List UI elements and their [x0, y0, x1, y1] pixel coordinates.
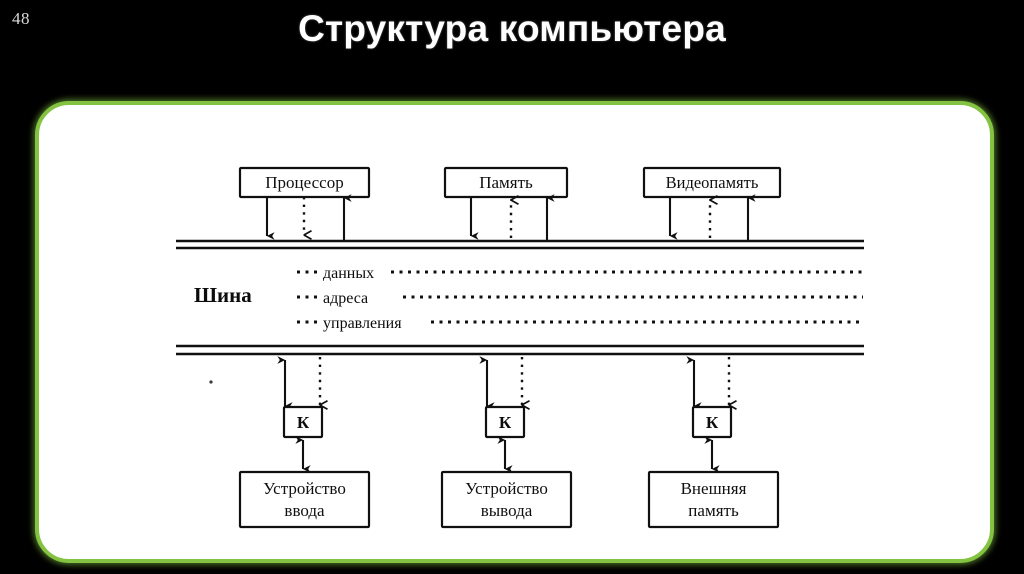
page-title: Структура компьютера — [298, 8, 726, 49]
peripheral-box-input-device: Устройство ввода — [238, 470, 371, 529]
controller-label: К — [297, 413, 310, 432]
peripheral-label-line2: ввода — [284, 501, 325, 520]
bus-rail-top — [176, 239, 864, 250]
connector-arrows-controller-3 — [686, 356, 729, 406]
bus-line-label: управления — [323, 315, 402, 332]
peripheral-box-external-memory: Внешняя память — [647, 470, 780, 529]
connector-arrows-controller-2 — [479, 356, 522, 406]
connector-arrows-processor — [265, 194, 352, 240]
peripheral-label-line1: Внешняя — [681, 479, 747, 498]
component-box-label: Память — [479, 173, 533, 192]
component-box-label: Видеопамять — [666, 173, 759, 192]
content-panel: Процессор Память Видеопамять — [35, 101, 994, 563]
controller-box-2: К — [484, 405, 526, 439]
computer-structure-diagram: Процессор Память Видеопамять — [39, 105, 998, 567]
controller-label: К — [706, 413, 719, 432]
controller-label: К — [499, 413, 512, 432]
bus-group: Шина данных адреса управления — [194, 265, 863, 332]
slide-number: 48 — [12, 9, 30, 28]
component-box-processor: Процессор — [238, 166, 371, 199]
controller-box-3: К — [691, 405, 733, 439]
component-box-memory: Память — [443, 166, 569, 199]
bus-line-data: данных — [297, 265, 863, 282]
bus-line-label: данных — [323, 265, 374, 282]
bus-rail-bottom — [176, 344, 864, 356]
component-box-video-memory: Видеопамять — [642, 166, 782, 199]
component-box-label: Процессор — [265, 173, 343, 192]
peripheral-label-line2: вывода — [481, 501, 533, 520]
scan-speck — [209, 380, 213, 384]
bus-title: Шина — [194, 283, 252, 307]
peripheral-label-line1: Устройство — [465, 479, 548, 498]
peripheral-label-line1: Устройство — [263, 479, 346, 498]
bus-line-label: адреса — [323, 290, 368, 307]
bus-line-address: адреса — [297, 290, 863, 307]
connector-arrows-video-memory — [668, 194, 756, 240]
bus-line-control: управления — [297, 315, 863, 332]
connector-arrows-controller-1 — [277, 356, 320, 406]
connector-arrows-memory — [469, 194, 555, 240]
peripheral-label-line2: память — [688, 501, 739, 520]
peripheral-box-output-device: Устройство вывода — [440, 470, 573, 529]
controller-box-1: К — [282, 405, 324, 439]
